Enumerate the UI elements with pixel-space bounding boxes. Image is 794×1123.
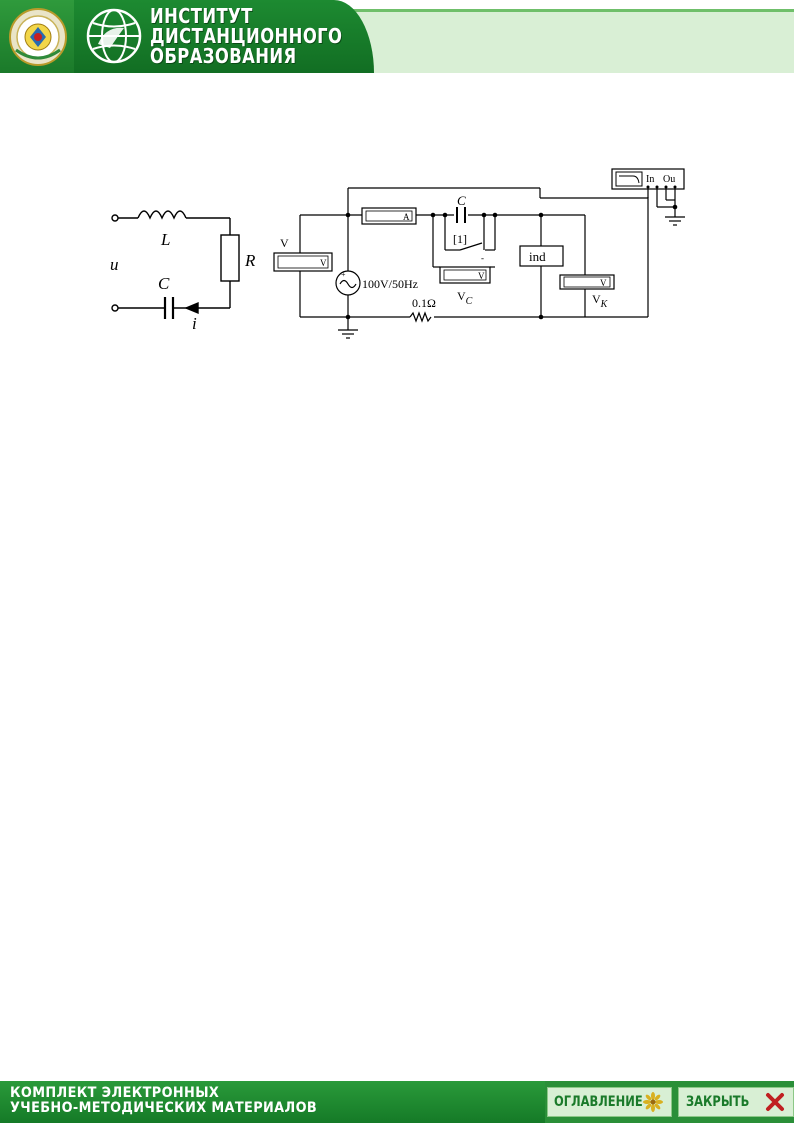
- title-line-3: ОБРАЗОВАНИЯ: [150, 44, 297, 68]
- label-u: u: [110, 255, 119, 274]
- label-C-right: C: [457, 193, 466, 208]
- label-source: 100V/50Hz: [362, 277, 418, 291]
- label-L: L: [160, 230, 170, 249]
- circuit-diagrams: L R u C i: [110, 168, 685, 339]
- svg-text:+: +: [341, 270, 346, 279]
- label-V: V: [280, 236, 289, 250]
- toc-label: ОГЛАВЛЕНИЕ: [554, 1094, 643, 1110]
- oscilloscope: In Ou: [611, 168, 685, 190]
- svg-text:-: -: [481, 253, 484, 263]
- inductor-box: ind: [519, 245, 564, 267]
- switch-key-label: [1]: [453, 232, 467, 246]
- osc-out-label: Ou: [663, 174, 675, 185]
- ac-source: +: [335, 270, 361, 296]
- close-label: ЗАКРЫТЬ: [686, 1094, 750, 1110]
- circuit-nodes: [345, 204, 678, 320]
- voltmeter-vk-unit: V: [600, 278, 607, 288]
- measurement-circuit: V V A + 100V/50Hz C [1] - V VC in: [273, 168, 685, 339]
- ind-label: ind: [529, 249, 546, 264]
- close-button[interactable]: ЗАКРЫТЬ: [678, 1087, 794, 1117]
- globe-icon: [86, 8, 142, 64]
- title-line-1: ИНСТИТУТ: [150, 4, 253, 28]
- voltmeter-vc-unit: V: [478, 271, 485, 281]
- voltmeter-vc: V: [439, 266, 491, 284]
- label-C-left: C: [158, 274, 170, 293]
- page-header: ИНСТИТУТ ДИСТАНЦИОННОГО ОБРАЗОВАНИЯ: [0, 0, 794, 73]
- voltmeter-v-unit: V: [320, 258, 327, 268]
- label-shunt: 0.1Ω: [412, 296, 436, 310]
- header-light-panel: [322, 9, 794, 73]
- voltmeter-vk: V: [559, 274, 615, 290]
- osc-in-label: In: [646, 174, 654, 185]
- label-i: i: [192, 314, 197, 333]
- label-Vc: VC: [457, 289, 473, 307]
- page-footer: КОМПЛЕКТ ЭЛЕКТРОННЫХ УЧЕБНО-МЕТОДИЧЕСКИХ…: [0, 1081, 794, 1123]
- series-rlc-schematic: [111, 210, 240, 319]
- footer-title: КОМПЛЕКТ ЭЛЕКТРОННЫХ УЧЕБНО-МЕТОДИЧЕСКИХ…: [10, 1086, 317, 1116]
- ammeter-unit: A: [403, 212, 410, 222]
- table-of-contents-button[interactable]: ОГЛАВЛЕНИЕ: [547, 1087, 672, 1117]
- voltmeter-v: V: [273, 252, 333, 272]
- footer-banner: КОМПЛЕКТ ЭЛЕКТРОННЫХ УЧЕБНО-МЕТОДИЧЕСКИХ…: [0, 1081, 545, 1123]
- flower-icon: [643, 1092, 663, 1112]
- footer-line-2: УЧЕБНО-МЕТОДИЧЕСКИХ МАТЕРИАЛОВ: [10, 1100, 318, 1116]
- label-R: R: [244, 251, 256, 270]
- close-icon: [766, 1093, 784, 1111]
- label-Vk: VK: [592, 292, 609, 310]
- footer-line-1: КОМПЛЕКТ ЭЛЕКТРОННЫХ: [10, 1085, 220, 1101]
- title-line-2: ДИСТАНЦИОННОГО: [150, 24, 343, 48]
- ammeter-a: A: [361, 207, 417, 225]
- university-seal-icon: [9, 8, 67, 66]
- institute-title: ИНСТИТУТ ДИСТАНЦИОННОГО ОБРАЗОВАНИЯ: [150, 4, 343, 68]
